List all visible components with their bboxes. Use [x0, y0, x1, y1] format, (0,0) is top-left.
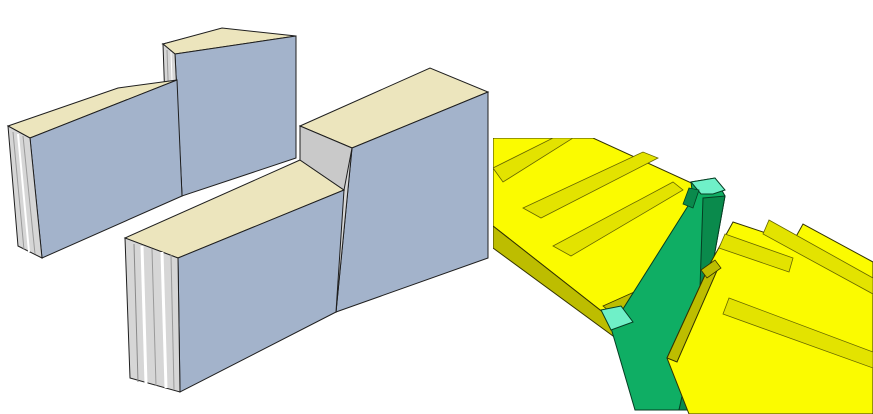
panel-edge-groove [17, 133, 30, 253]
panel-edge-groove [160, 251, 168, 389]
panel-edge-groove [140, 245, 148, 385]
panel-edge-groove [12, 131, 25, 251]
core-ridge [718, 233, 794, 273]
seal-lip [682, 187, 700, 209]
panel-edge [7, 125, 43, 259]
panel-edge-groove [170, 254, 175, 391]
panel-edge-groove [133, 243, 139, 383]
joint-closeup-svg [493, 138, 873, 414]
seal-cap-top [690, 177, 726, 195]
core-ridge [552, 181, 684, 257]
joint-groove [299, 125, 353, 191]
panel-pair-front [123, 67, 490, 393]
seal-cap-bottom [600, 305, 634, 331]
panel-edge-groove [22, 135, 36, 255]
core-ridge [762, 219, 873, 295]
panel-pair-back [6, 27, 297, 259]
core-ridge [722, 297, 873, 369]
panel-joints-svg [6, 27, 490, 393]
core-ridge [522, 151, 659, 219]
panel-joints-illustration [6, 27, 490, 393]
core-notch [700, 259, 722, 279]
joint-closeup-illustration [493, 138, 873, 414]
panel-edge-groove [151, 248, 157, 387]
core-ridge [493, 138, 574, 183]
right-core-block [666, 219, 873, 414]
